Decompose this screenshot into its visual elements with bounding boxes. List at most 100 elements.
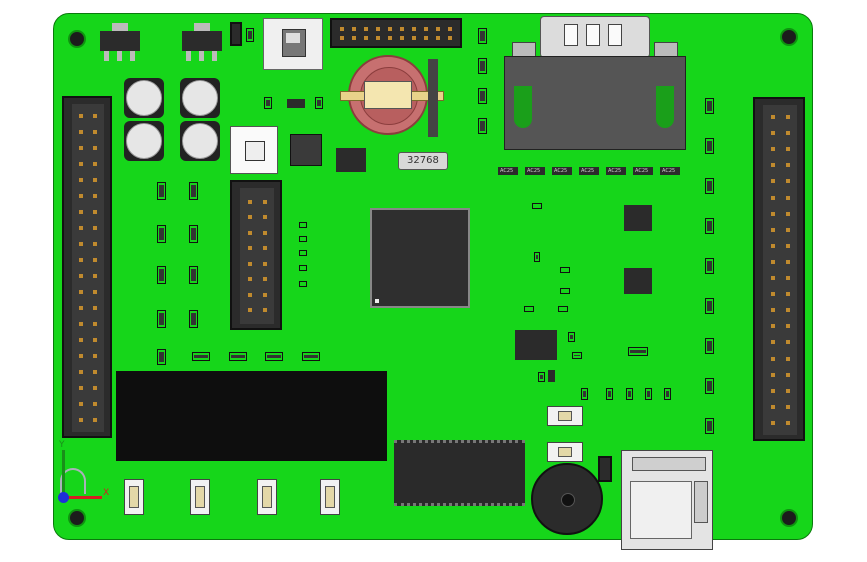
resistor <box>705 418 714 434</box>
resistor <box>705 178 714 194</box>
soic8-chip <box>336 148 366 172</box>
resistor <box>705 298 714 314</box>
smd-transistor <box>287 99 305 108</box>
capacitor <box>299 222 307 228</box>
key-button-2[interactable] <box>190 479 210 515</box>
axis-triad: Y X <box>54 440 114 506</box>
mount-hole-icon <box>68 509 86 527</box>
ic-row: AC25 AC25 AC25 AC25 AC25 AC25 AC25 <box>498 167 682 177</box>
qfn-chip <box>515 330 557 360</box>
resistor <box>478 118 487 134</box>
resistor <box>157 349 166 365</box>
resistor <box>705 138 714 154</box>
axis-y-label: Y <box>59 440 65 450</box>
resistor <box>628 347 648 356</box>
sd-card-slot-icon <box>621 450 713 550</box>
capacitor <box>534 252 540 262</box>
reset-button[interactable] <box>547 406 583 426</box>
electrolytic-capacitor <box>124 121 164 161</box>
inductor <box>230 126 278 174</box>
mount-hole-icon <box>68 30 86 48</box>
jumper-header <box>598 456 612 482</box>
resistor <box>478 88 487 104</box>
buzzer-icon <box>531 463 603 535</box>
usb-connector-icon <box>263 18 323 70</box>
electrolytic-capacitor <box>180 78 220 118</box>
mount-hole-icon <box>780 28 798 46</box>
axis-x-label: X <box>103 488 110 498</box>
resistor <box>229 352 247 361</box>
resistor <box>157 266 166 284</box>
ic-marking: AC25 <box>635 168 649 174</box>
sdram-chip <box>394 440 525 506</box>
resistor <box>302 352 320 361</box>
key-button-4[interactable] <box>320 479 340 515</box>
resistor <box>246 28 254 42</box>
capacitor <box>299 265 307 271</box>
jumper-header <box>230 22 242 46</box>
resistor <box>189 182 198 200</box>
resistor <box>478 58 487 74</box>
capacitor <box>299 250 307 256</box>
resistor <box>264 97 272 109</box>
resistor <box>645 388 652 400</box>
resistor <box>157 182 166 200</box>
db9-connector-icon <box>504 16 686 150</box>
capacitor <box>572 352 582 359</box>
pin-header-2x10 <box>330 18 462 48</box>
resistor <box>478 28 487 44</box>
resistor <box>705 218 714 234</box>
key-button-1[interactable] <box>124 479 144 515</box>
coin-battery-holder-icon <box>340 55 444 143</box>
mount-hole-icon <box>780 509 798 527</box>
ic-marking: AC25 <box>554 168 568 174</box>
pin-header-2x8 <box>230 180 282 330</box>
resistor <box>705 378 714 394</box>
electrolytic-capacitor <box>180 121 220 161</box>
soic8-chip <box>624 205 652 231</box>
resistor <box>705 98 714 114</box>
resistor <box>705 258 714 274</box>
resistor <box>315 97 323 109</box>
crystal-oscillator: 32768 <box>398 152 448 170</box>
voltage-regulator <box>182 23 222 61</box>
resistor <box>265 352 283 361</box>
qfn-chip <box>290 134 322 166</box>
resistor <box>538 372 545 382</box>
capacitor <box>560 267 570 273</box>
lcd-connector-area <box>116 371 387 461</box>
resistor <box>189 266 198 284</box>
pin-header-2x20-right <box>753 97 805 441</box>
resistor <box>157 225 166 243</box>
resistor <box>606 388 613 400</box>
diode <box>548 370 555 382</box>
resistor <box>189 310 198 328</box>
capacitor <box>299 236 307 242</box>
key-button-3[interactable] <box>257 479 277 515</box>
resistor <box>705 338 714 354</box>
ic-marking: AC25 <box>527 168 541 174</box>
resistor <box>192 352 210 361</box>
ic-marking: AC25 <box>608 168 622 174</box>
capacitor <box>532 203 542 209</box>
resistor <box>581 388 588 400</box>
capacitor <box>560 288 570 294</box>
mcu-chip <box>370 208 470 308</box>
crystal-label: 32768 <box>407 155 439 166</box>
capacitor <box>524 306 534 312</box>
voltage-regulator <box>100 23 140 61</box>
resistor <box>189 225 198 243</box>
soic8-chip <box>624 268 652 294</box>
pin-header-2x20-left <box>62 96 112 438</box>
capacitor <box>299 281 307 287</box>
resistor <box>568 332 575 342</box>
resistor <box>157 310 166 328</box>
ic-marking: AC25 <box>662 168 676 174</box>
ic-marking: AC25 <box>581 168 595 174</box>
boot-button[interactable] <box>547 442 583 462</box>
resistor <box>626 388 633 400</box>
electrolytic-capacitor <box>124 78 164 118</box>
resistor <box>664 388 671 400</box>
ic-marking: AC25 <box>500 168 514 174</box>
capacitor <box>558 306 568 312</box>
